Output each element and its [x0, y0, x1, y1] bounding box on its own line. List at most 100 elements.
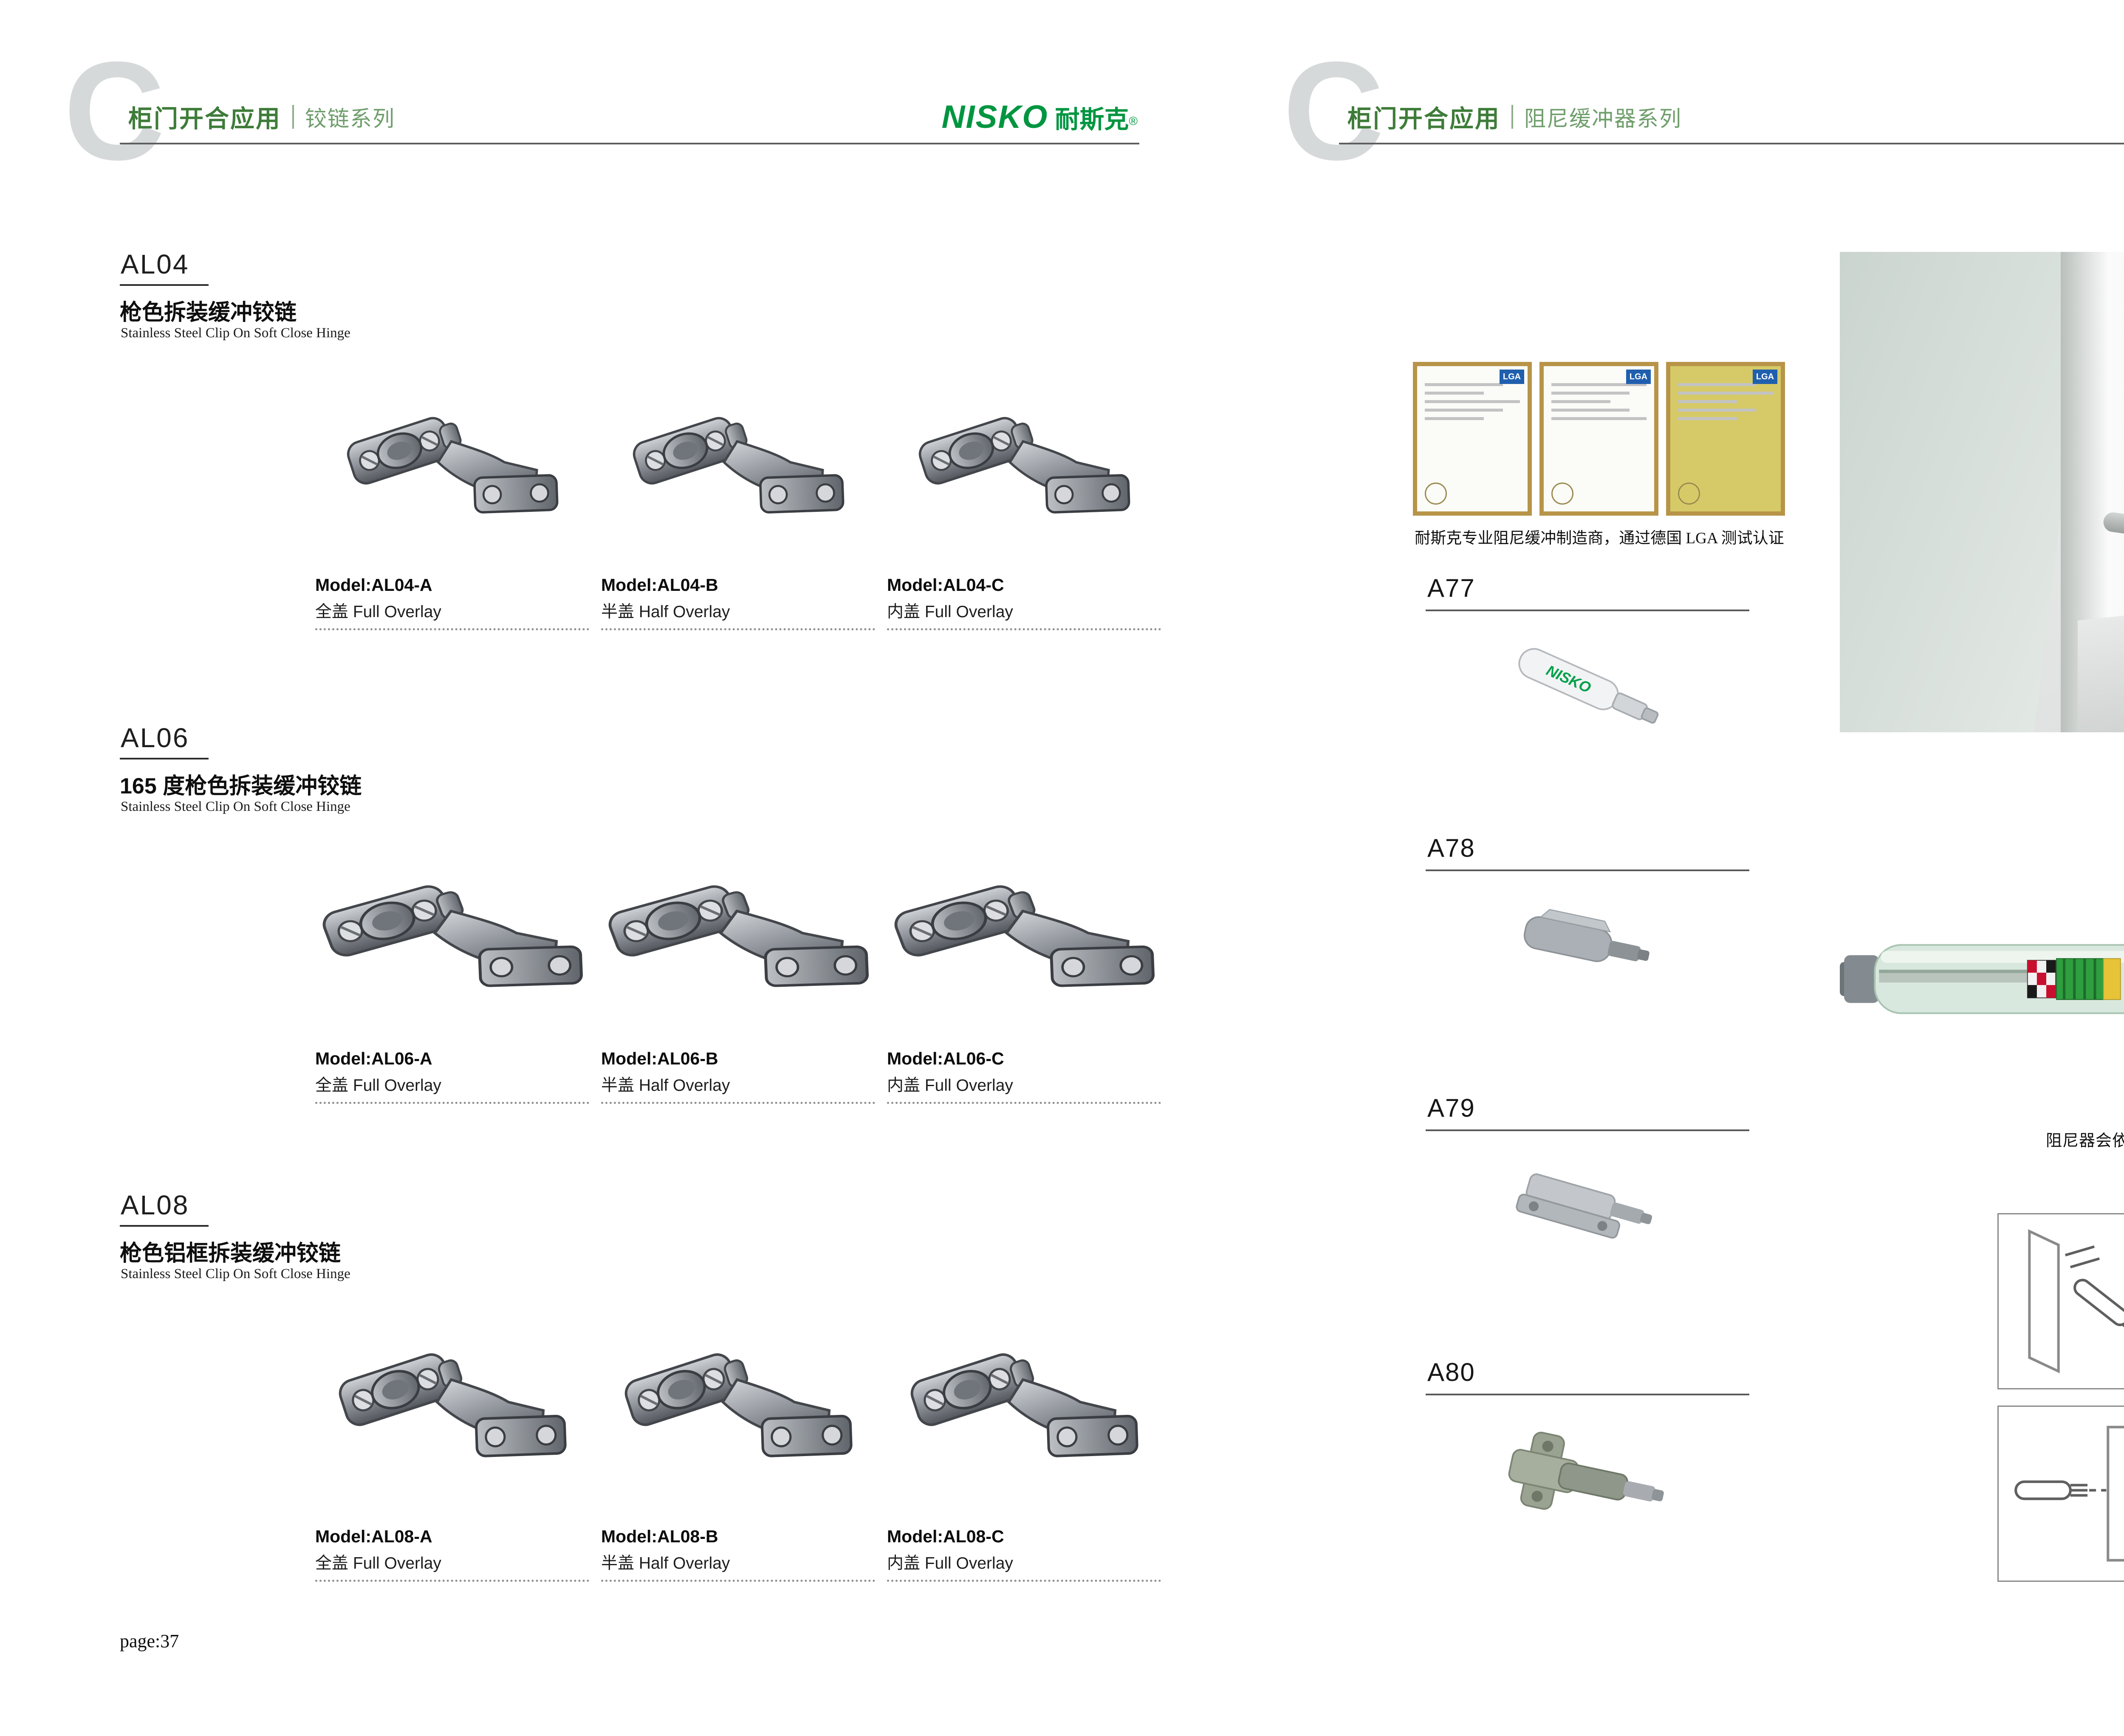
install-diagram-1 [1997, 1213, 2124, 1389]
hinge-photo [601, 822, 875, 1043]
section-name-en: Stainless Steel Clip On Soft Close Hinge [121, 1266, 350, 1282]
product-cell: Model:AL04-A 全盖 Full Overlay [315, 357, 589, 630]
rule [1426, 1129, 1749, 1131]
damper-cutaway-illustration [1840, 917, 2124, 1041]
page-header: 柜门开合应用 铰链系列 [128, 99, 395, 134]
cert-text-line [1678, 417, 1737, 420]
logo-cn: 耐斯克 [1055, 106, 1129, 133]
cert-seal [1678, 483, 1700, 505]
hinge-photo [887, 357, 1161, 569]
auto-adjust-line: 自动调节阻力 [2046, 1157, 2124, 1180]
watermark-letter: C [64, 32, 165, 189]
section-name-cn: 枪色铝框拆装缓冲铰链 [120, 1241, 341, 1266]
product-code: A80 [1427, 1358, 1475, 1386]
section-code-al06: AL06 [120, 722, 209, 759]
watermark-letter: C [1283, 32, 1384, 189]
section-name-en: Stainless Steel Clip On Soft Close Hinge [121, 325, 350, 341]
product-model: Model:AL04-C [887, 575, 1004, 595]
auto-adjust-title: 阻力自动调节 [2046, 1091, 2124, 1121]
product-model: Model:AL08-A [315, 1527, 432, 1546]
cert-text-line [1678, 392, 1773, 395]
product-overlay: 半盖 Half Overlay [601, 1076, 730, 1095]
certificates: LGA LGA LGA [1413, 362, 1785, 516]
section-name-cn: 枪色拆装缓冲铰链 [120, 300, 297, 325]
hinge-photo [887, 1289, 1161, 1521]
product-overlay: 内盖 Full Overlay [887, 1554, 1013, 1572]
cert-text-line [1678, 409, 1756, 412]
page-37: C 柜门开合应用 铰链系列 NISKO 耐斯克® AL04 枪色拆装缓冲铰链 St… [64, 32, 1219, 1651]
section-name-cn: 165 度枪色拆装缓冲铰链 [120, 774, 362, 799]
product-overlay: 全盖 Full Overlay [315, 603, 441, 621]
hinge-photo [887, 822, 1161, 1043]
product-model: Model:AL06-A [315, 1049, 432, 1068]
product-a80: A80 [1426, 1358, 1749, 1551]
auto-adjust-line: 阻尼器会依据门板关闭时所产生的压力大小 [2045, 1132, 2124, 1150]
hinge-photo [601, 1289, 875, 1521]
certificate: LGA [1666, 362, 1785, 516]
cert-seal [1425, 483, 1447, 505]
nisko-logo: NISKO 耐斯克® [942, 99, 1138, 135]
auto-adjust: 阻力自动调节 阻尼器会依据门板关闭时所产生的压力大小 自动调节阻力 从而达到最佳… [2046, 1091, 2124, 1209]
section-code-al08: AL08 [120, 1189, 209, 1227]
installation-diagrams [1997, 1213, 2124, 1582]
product-overlay: 半盖 Half Overlay [601, 603, 730, 621]
product-row-al08: Model:AL08-A 全盖 Full Overlay Model:AL08-… [315, 1289, 1161, 1582]
section-name-en: Stainless Steel Clip On Soft Close Hinge [121, 799, 350, 814]
cert-text-line [1551, 417, 1647, 420]
cert-seal [1551, 483, 1573, 505]
hinge-photo [315, 357, 589, 569]
product-a78: A78 [1426, 833, 1749, 1005]
product-overlay: 内盖 Full Overlay [887, 1076, 1013, 1095]
product-overlay: 全盖 Full Overlay [315, 1554, 441, 1572]
header-divider [1511, 105, 1513, 129]
cert-text-line [1425, 392, 1484, 395]
header-title: 柜门开合应用 [128, 105, 281, 133]
application-photo [1840, 252, 2124, 732]
page-number: page:37 [120, 1631, 179, 1651]
product-a79: A79 [1426, 1093, 1749, 1274]
cert-text-line [1678, 400, 1737, 403]
header-rule [1339, 143, 2124, 144]
cert-text-line [1551, 409, 1630, 412]
rule [1426, 1394, 1749, 1395]
product-cell: Model:AL08-C 内盖 Full Overlay [887, 1289, 1161, 1582]
section-code-al04: AL04 [120, 248, 209, 286]
product-overlay: 内盖 Full Overlay [887, 603, 1013, 621]
header-divider [292, 105, 294, 129]
product-row-al06: Model:AL06-A 全盖 Full Overlay Model:AL06-… [315, 822, 1161, 1104]
product-model: Model:AL08-B [601, 1527, 718, 1546]
product-model: Model:AL08-C [887, 1527, 1004, 1546]
lga-badge: LGA [1626, 370, 1651, 384]
header-series: 阻尼缓冲器系列 [1524, 107, 1682, 131]
logo-text: NISKO [941, 99, 1048, 135]
product-cell: Model:AL06-B 半盖 Half Overlay [601, 822, 875, 1104]
product-model: Model:AL06-B [601, 1049, 718, 1068]
page-header: 柜门开合应用 阻尼缓冲器系列 [1347, 99, 1682, 134]
product-code: A77 [1427, 574, 1475, 602]
damper-photo-a78 [1426, 882, 1749, 1005]
product-cell: Model:AL04-C 内盖 Full Overlay [887, 357, 1161, 630]
product-overlay: 半盖 Half Overlay [601, 1554, 730, 1572]
cert-text-line [1425, 409, 1503, 412]
registered-mark: ® [1129, 114, 1138, 128]
product-model: Model:AL04-A [315, 575, 432, 595]
header-rule [120, 143, 1139, 144]
rule [1426, 869, 1749, 871]
header-series: 铰链系列 [305, 107, 395, 131]
auto-adjust-line: 从而达到最佳的缓冲效果 [2046, 1186, 2124, 1209]
certificates-caption: 耐斯克专业阻尼缓冲制造商，通过德国 LGA 测试认证 [1415, 530, 1784, 547]
cert-text-line [1551, 400, 1610, 403]
photo-glass-panel [1840, 252, 2097, 732]
certificate: LGA [1413, 362, 1532, 516]
cert-text-line [1551, 383, 1647, 386]
hinge-photo [601, 357, 875, 569]
install-diagram-3 [1997, 1406, 2124, 1582]
product-cell: Model:AL08-B 半盖 Half Overlay [601, 1289, 875, 1582]
product-row-al04: Model:AL04-A 全盖 Full Overlay Model:AL04-… [315, 357, 1161, 630]
product-model: Model:AL06-C [887, 1049, 1004, 1068]
header-title: 柜门开合应用 [1347, 105, 1500, 133]
product-model: Model:AL04-B [601, 575, 718, 595]
product-cell: Model:AL04-B 半盖 Half Overlay [601, 357, 875, 630]
